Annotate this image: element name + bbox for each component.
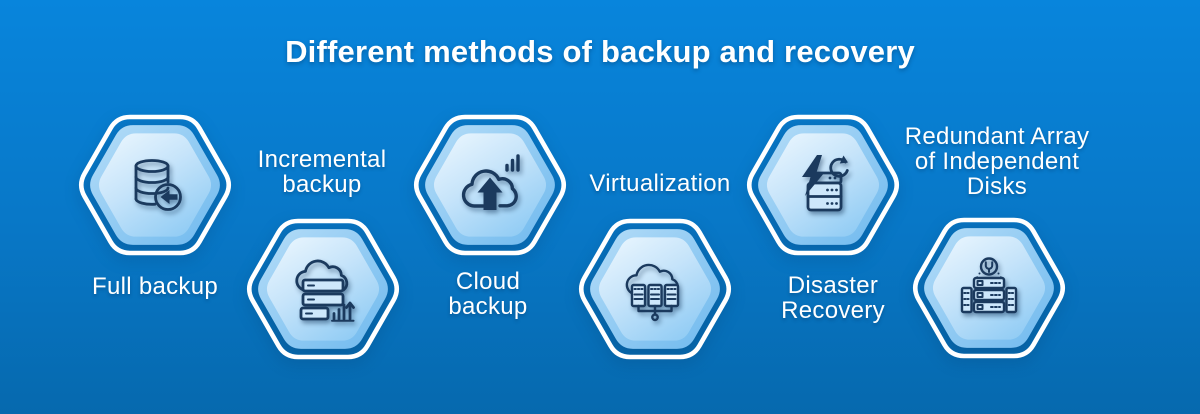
cloud-server-growth-icon (295, 259, 355, 322)
hexagon-cloud-backup (409, 112, 571, 258)
server-lightning-restore-icon (802, 155, 849, 212)
hexagon-full-backup (74, 112, 236, 258)
label-full-backup: Full backup (91, 273, 219, 300)
label-raid: Redundant Array of Independent Disks (904, 123, 1090, 200)
hexagon-incremental-backup (242, 216, 404, 362)
page-title: Different methods of backup and recovery (285, 34, 915, 69)
cloud-upload-icon (461, 154, 520, 210)
cloud-virtual-servers-icon (625, 263, 680, 322)
hexagon-virtualization (574, 216, 736, 362)
hexagon-raid (908, 215, 1070, 361)
database-restore-icon (134, 159, 182, 211)
label-incremental-backup: Incremental backup (257, 146, 387, 198)
label-cloud-backup: Cloud backup (448, 268, 528, 320)
server-rack-maintenance-icon (960, 257, 1018, 314)
label-disaster-recovery: Disaster Recovery (781, 272, 885, 324)
hexagon-disaster-recovery (742, 112, 904, 258)
label-virtualization: Virtualization (589, 170, 731, 197)
